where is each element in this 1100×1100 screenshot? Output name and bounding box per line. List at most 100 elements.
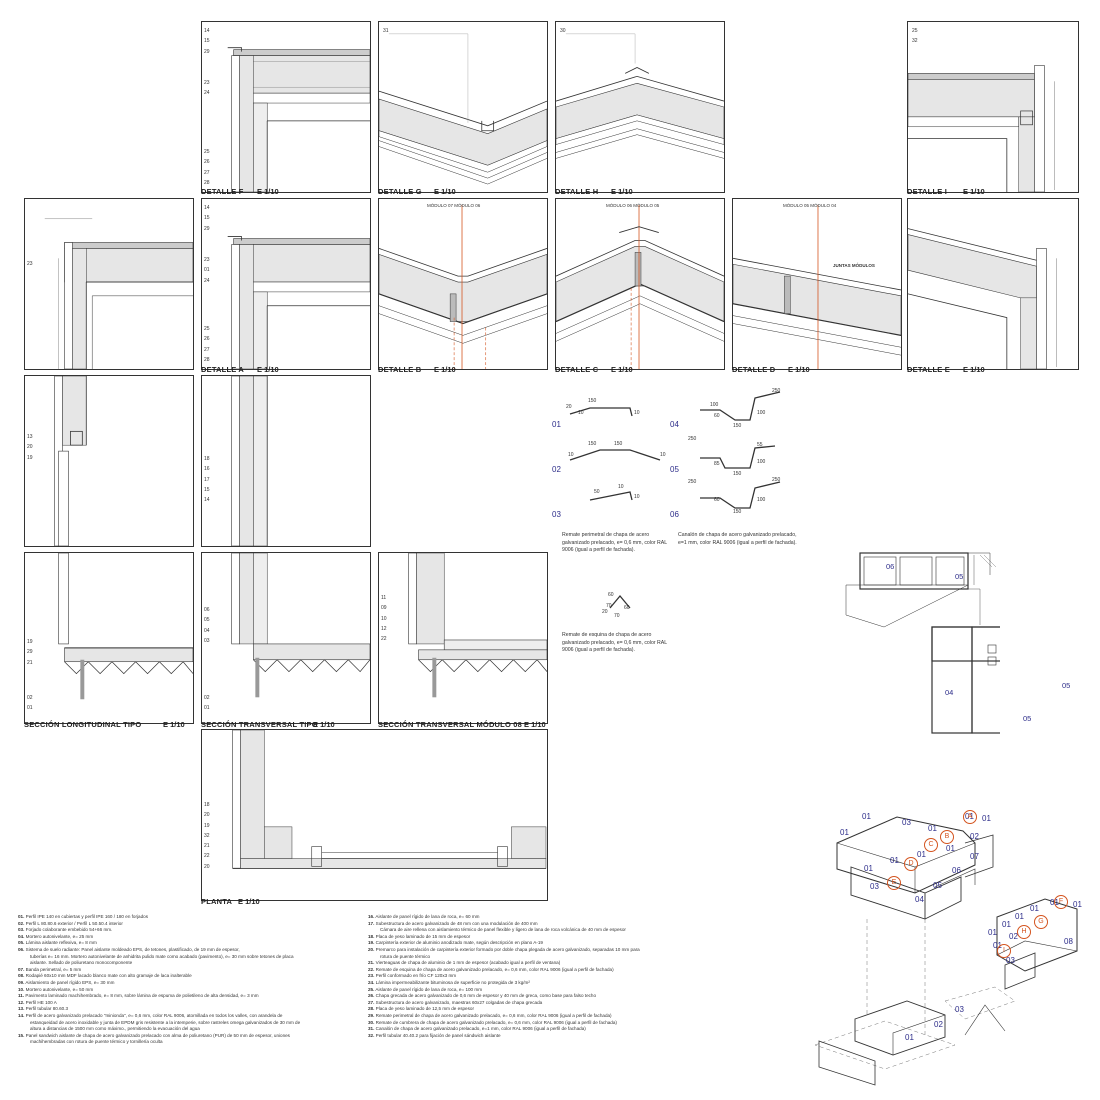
long-section-caption: SECCIÓN LONGITUDINAL TIPO	[24, 720, 142, 729]
detail-i-scale: E 1/10	[963, 187, 985, 196]
p02-dim-d: 10	[660, 452, 666, 458]
p06-dim-c: 60	[714, 497, 720, 503]
detail-b-drawing	[379, 204, 547, 369]
num-15: 15	[204, 38, 210, 45]
corner-dim-b: 70	[606, 603, 612, 609]
detail-c-caption: DETALLE C	[555, 365, 599, 374]
num-25: 25	[912, 28, 918, 34]
p01-dim-b: 20	[566, 404, 572, 410]
legend-row: 17. Subestructura de acero galvanizado d…	[368, 920, 538, 926]
legend-row: 18. Placa de yeso laminado de 15 mm de e…	[368, 933, 471, 939]
p04-dim-e: 150	[733, 423, 742, 429]
long-section-upper-panel: 13 20 19	[24, 375, 194, 547]
legend-row: 32. Perfil tubular 40.40.2 para fijación…	[368, 1032, 501, 1038]
profile-06-label: 06	[670, 510, 679, 519]
num-20: 20	[204, 812, 210, 819]
detail-g-scale: E 1/10	[434, 187, 456, 196]
num-05: 05	[204, 617, 210, 624]
long-section-lower-drawing	[58, 553, 193, 700]
legend-row: 14. Perfil de acero galvanizado prelacad…	[18, 1012, 283, 1018]
axon-marker-i: I	[997, 944, 1011, 958]
num-24: 24	[204, 277, 210, 284]
long-section-scale: E 1/10	[163, 720, 185, 729]
trans-08-numbers: 11 09 10 12 22	[381, 593, 387, 644]
axon-marker-f: F	[1054, 895, 1068, 909]
num-17: 17	[204, 476, 210, 483]
num-01: 01	[204, 267, 210, 274]
legend-row: altura a distancias de 1500 mm como máxi…	[30, 1026, 200, 1032]
axon-marker-h: H	[1017, 925, 1031, 939]
plan-label-04: 04	[945, 688, 954, 697]
axon-marker-e: E	[887, 876, 901, 890]
num-32: 32	[912, 38, 918, 45]
axon-label-19: 01	[1073, 900, 1082, 909]
detail-g-panel: 31	[378, 21, 548, 193]
axon-marker-b: B	[940, 830, 954, 844]
num-03: 03	[204, 637, 210, 644]
num-23: 23	[204, 80, 210, 86]
detail-i-caption: DETALLE I	[907, 187, 947, 196]
num-14: 14	[204, 205, 210, 211]
num-19: 19	[27, 454, 33, 461]
detail-f-scale: E 1/10	[257, 187, 279, 196]
num-21: 21	[204, 843, 210, 850]
p06-dim-d: 100	[757, 497, 766, 503]
num-06: 06	[204, 607, 210, 613]
num-20: 20	[27, 444, 33, 451]
legend-row: 24. Lámina impermeabilizante bituminosa …	[368, 979, 530, 985]
legend-row: 02. Perfil L 80.80.6 exterior / Perfil L…	[18, 920, 123, 926]
legend-row: 28. Placa de yeso laminado de 12,5 mm de…	[368, 1006, 474, 1012]
num-27: 27	[204, 169, 210, 176]
legend-row: 26. Chapa grecada de acero galvanizado d…	[368, 993, 597, 999]
num-21: 21	[27, 659, 33, 666]
detail-a-scale: E 1/10	[257, 365, 279, 374]
detail-e-scale: E 1/10	[963, 365, 985, 374]
profile-01-label: 01	[552, 420, 561, 429]
axon-label-15: 05	[933, 881, 942, 890]
p02-dim-c: 10	[568, 452, 574, 458]
num-23: 23	[27, 261, 33, 267]
num-27: 27	[204, 346, 210, 353]
planta-panel: 18 20 19 32 21 22 20	[201, 729, 548, 901]
legend-row: 04. Mortero autonivelante, e= 25 mm	[18, 933, 94, 939]
p05-dim-e: 150	[733, 471, 742, 477]
plan-label-05: 05	[955, 572, 964, 581]
axon-label-4: 01	[928, 824, 937, 833]
profile-03-label: 03	[552, 510, 561, 519]
detail-h-scale: E 1/10	[611, 187, 633, 196]
profile-note-corner: Remate de esquina de chapa de acero galv…	[562, 632, 667, 653]
num-14: 14	[204, 28, 210, 34]
detail-d-joints-note: JUNTAS MÓDULOS	[833, 263, 875, 268]
detail-d-drawing	[733, 204, 901, 369]
trans-section-numbers: 18 16 17 15 14	[204, 454, 210, 505]
trans-section-bottom-numbers-b: 02 01	[204, 693, 210, 714]
detail-d-modules: MÓDULO 05 MÓDULO 04	[783, 203, 837, 208]
detail-d-scale: E 1/10	[788, 365, 810, 374]
p05-dim-b: 55	[757, 442, 763, 448]
legend-row: 07. Banda perimetral, e= 5 mm	[18, 966, 82, 972]
p01-dim-a: 150	[588, 398, 597, 404]
detail-a-drawing	[227, 236, 370, 369]
legend-row: Cámara de aire rellena con aislamiento t…	[380, 927, 626, 933]
legend-row: 01. Perfil IPE 140 en cubiertas y perfil…	[18, 914, 148, 919]
plan-label-06: 06	[886, 562, 895, 571]
axon-label-3: 03	[902, 818, 911, 827]
p02-dim-a: 150	[588, 441, 597, 447]
axon-label-6: 02	[970, 832, 979, 841]
legend-left: 01. Perfil IPE 140 en cubiertas y perfil…	[18, 914, 348, 1046]
planta-drawing	[232, 730, 547, 869]
trans-08-drawing	[408, 553, 547, 698]
trans-section-bottom-numbers: 06 05 04 03	[204, 605, 210, 646]
long-section-upper-drawing	[54, 376, 87, 546]
p02-dim-b: 150	[614, 441, 623, 447]
axon-label-29: 01	[905, 1033, 914, 1042]
p04-dim-b: 100	[710, 402, 719, 408]
legend-row: 15. Panel sandwich aislante de chapa de …	[18, 1032, 290, 1038]
corner-dim-d: 70	[614, 613, 620, 619]
p05-dim-d: 100	[757, 459, 766, 465]
legend-row: rotura de puente térmico	[380, 953, 431, 959]
trans-section-lower-panel: 06 05 04 03 02 01	[201, 552, 371, 724]
num-10: 10	[381, 615, 387, 622]
num-28: 28	[204, 356, 210, 363]
detail-c-drawing	[556, 204, 724, 369]
